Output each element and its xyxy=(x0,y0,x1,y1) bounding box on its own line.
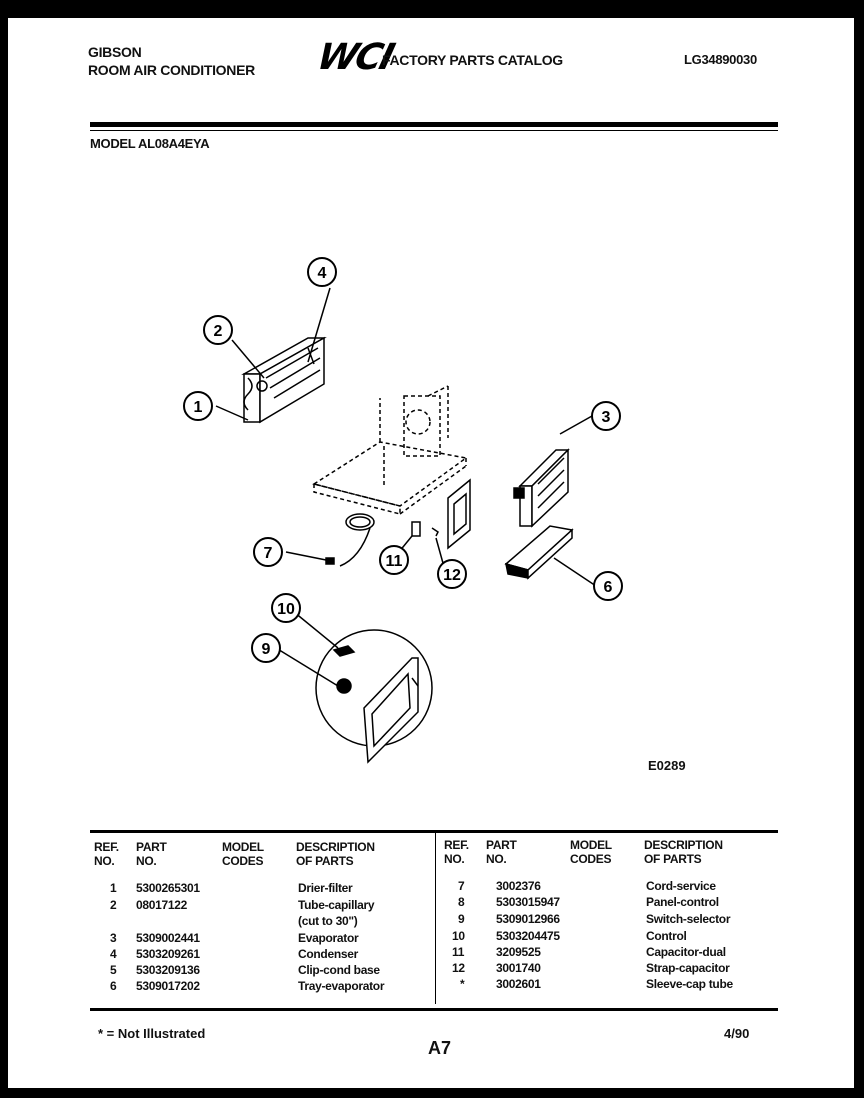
right-row-6-desc: Strap-capacitor xyxy=(646,961,730,975)
left-row-1-part: 5300265301 xyxy=(136,881,200,895)
svg-text:9: 9 xyxy=(262,641,271,658)
condenser-drawing xyxy=(513,448,570,528)
left-row-5-desc: Clip-cond base xyxy=(298,963,380,977)
right-row-7-desc: Sleeve-cap tube xyxy=(646,977,733,991)
catalog-title: FACTORY PARTS CATALOG xyxy=(382,52,563,68)
page-number: A7 xyxy=(428,1038,452,1058)
right-row-4-desc: Control xyxy=(646,929,687,943)
catalog-page: GIBSON ROOM AIR CONDITIONER WCI FACTORY … xyxy=(8,18,854,1088)
callout-3: 3 xyxy=(591,401,621,431)
model-number: MODEL AL08A4EYA xyxy=(90,136,210,151)
callout-10: 10 xyxy=(271,593,301,623)
svg-text:1: 1 xyxy=(194,399,203,416)
right-row-3-desc: Switch-selector xyxy=(646,912,731,926)
left-row-2-part: 08017122 xyxy=(136,898,187,912)
header-divider-thin xyxy=(90,130,778,131)
diagram-code: E0289 xyxy=(648,758,686,773)
exploded-parts-diagram: 4 2 1 3 6 7 11 12 10 9 xyxy=(183,257,623,764)
right-row-3-part: 5309012966 xyxy=(496,912,560,926)
svg-text:2: 2 xyxy=(214,323,223,340)
left-row-4-desc: Condenser xyxy=(298,947,358,961)
left-row-3-desc: Evaporator xyxy=(298,931,359,945)
svg-text:3: 3 xyxy=(602,409,611,426)
left-row-3-part: 5309002441 xyxy=(136,931,200,945)
callout-12: 12 xyxy=(437,559,467,589)
header-ref-no-left: REF.NO. xyxy=(94,840,119,868)
callout-4: 4 xyxy=(307,257,337,287)
left-row-1-ref: 1 xyxy=(110,881,117,895)
right-row-1-ref: 7 xyxy=(458,879,465,893)
strap-drawing xyxy=(431,527,439,537)
right-row-2-desc: Panel-control xyxy=(646,895,719,909)
control-panel-drawing xyxy=(447,478,471,550)
right-row-1-desc: Cord-service xyxy=(646,879,716,893)
left-row-6-part: 5309017202 xyxy=(136,979,200,993)
right-row-5-ref: 11 xyxy=(452,945,465,959)
tray-drawing xyxy=(504,525,574,580)
left-row-2-desc: Tube-capillary xyxy=(298,898,375,912)
service-cord-drawing xyxy=(325,513,375,567)
left-row-6-desc: Tray-evaporator xyxy=(298,979,385,993)
right-row-2-part: 5303015947 xyxy=(496,895,560,909)
right-row-7-ref: * xyxy=(460,977,465,991)
table-bottom-rule xyxy=(90,1008,778,1011)
callout-7: 7 xyxy=(253,537,283,567)
detail-view-drawing xyxy=(315,629,433,764)
left-row-5-part: 5303209136 xyxy=(136,963,200,977)
table-column-divider xyxy=(435,832,436,1004)
right-row-5-part: 3209525 xyxy=(496,945,541,959)
right-row-3-ref: 9 xyxy=(458,912,465,926)
right-row-4-ref: 10 xyxy=(452,929,465,943)
right-row-7-part: 3002601 xyxy=(496,977,541,991)
callout-11: 11 xyxy=(379,545,409,575)
svg-text:10: 10 xyxy=(277,601,295,618)
capacitor-drawing xyxy=(411,521,421,537)
svg-text:11: 11 xyxy=(386,553,403,570)
right-row-5-desc: Capacitor-dual xyxy=(646,945,726,959)
left-row-4-part: 5303209261 xyxy=(136,947,200,961)
svg-text:6: 6 xyxy=(604,579,613,596)
svg-text:12: 12 xyxy=(443,567,461,584)
chassis-drawing xyxy=(312,385,468,515)
right-row-6-part: 3001740 xyxy=(496,961,541,975)
left-row-3-ref: 3 xyxy=(110,931,117,945)
left-row-4-ref: 4 xyxy=(110,947,117,961)
table-top-rule xyxy=(90,830,778,833)
brand-name: GIBSON xyxy=(88,44,142,60)
header-ref-no-right: REF.NO. xyxy=(444,838,469,866)
left-row-1-desc: Drier-filter xyxy=(298,881,353,895)
callout-9: 9 xyxy=(251,633,281,663)
evaporator-drawing xyxy=(241,336,327,424)
svg-text:7: 7 xyxy=(264,545,273,562)
left-row-2-ref: 2 xyxy=(110,898,117,912)
left-row-5-ref: 5 xyxy=(110,963,117,977)
callout-6: 6 xyxy=(593,571,623,601)
callout-2: 2 xyxy=(203,315,233,345)
not-illustrated-footnote: * = Not Illustrated xyxy=(98,1026,206,1041)
right-row-4-part: 5303204475 xyxy=(496,929,560,943)
catalog-number: LG34890030 xyxy=(684,52,757,67)
callout-1: 1 xyxy=(183,391,213,421)
left-row-6-ref: 6 xyxy=(110,979,117,993)
catalog-date: 4/90 xyxy=(724,1026,750,1041)
right-row-1-part: 3002376 xyxy=(496,879,541,893)
svg-text:4: 4 xyxy=(318,265,327,282)
right-row-2-ref: 8 xyxy=(458,895,465,909)
left-row-2-desc-note: (cut to 30") xyxy=(298,914,358,928)
header-divider xyxy=(90,122,778,127)
product-type: ROOM AIR CONDITIONER xyxy=(88,62,255,78)
right-row-6-ref: 12 xyxy=(452,961,465,975)
